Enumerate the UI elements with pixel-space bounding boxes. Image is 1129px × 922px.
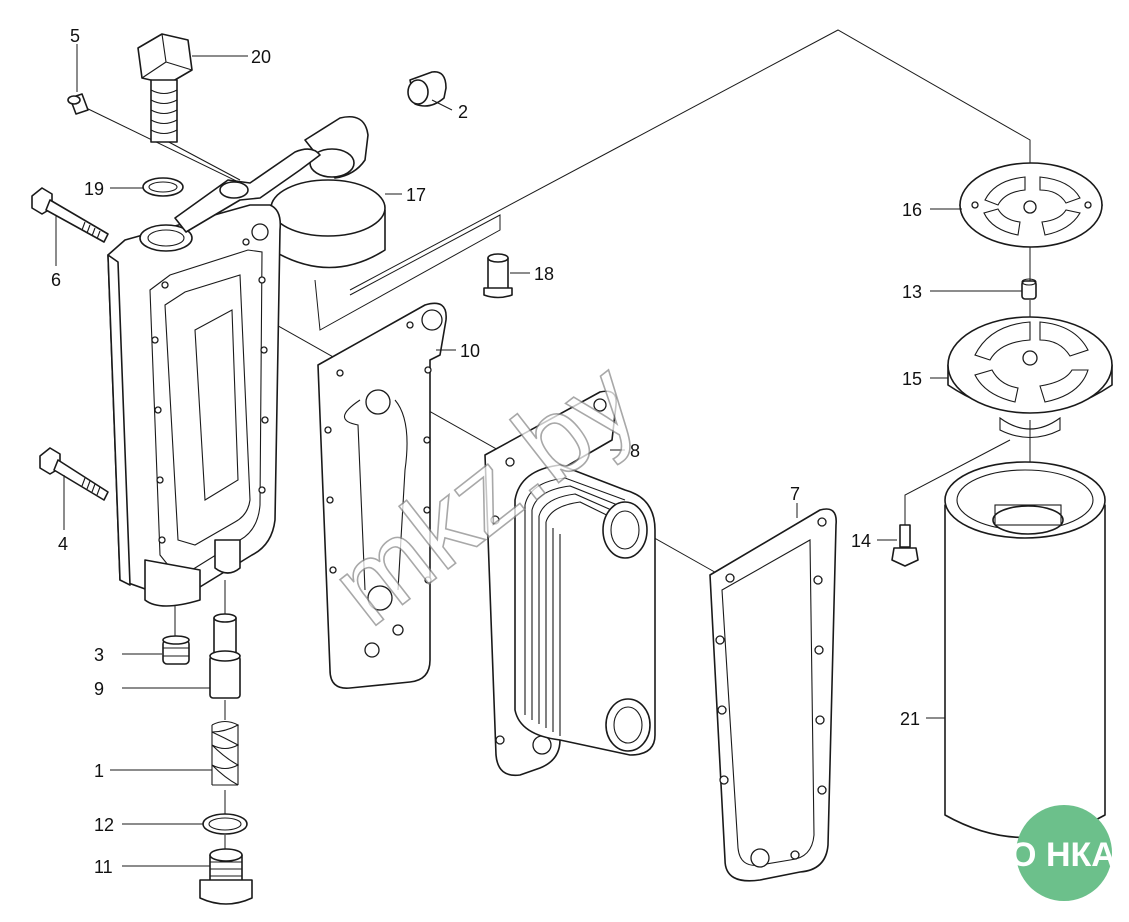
part-4-bolt [39, 447, 109, 501]
callout-4: 4 [58, 534, 68, 554]
part-2-cap [407, 71, 447, 107]
callout-18: 18 [534, 264, 554, 284]
callout-leaders [55, 44, 1022, 867]
part-9-valve [209, 613, 241, 699]
part-5-plug [67, 93, 89, 115]
callout-20: 20 [251, 47, 271, 67]
callout-17: 17 [406, 185, 426, 205]
part-15-filter-head [947, 316, 1113, 438]
part-18-sleeve [483, 253, 513, 299]
part-11-plug [199, 848, 253, 905]
part-19-o-ring [142, 177, 184, 197]
callout-16: 16 [902, 200, 922, 220]
part-21-filter-cartridge [944, 461, 1106, 839]
part-10-gasket [317, 302, 447, 689]
part-13-pin [1021, 278, 1037, 300]
part-6-bolt [31, 187, 109, 243]
part-20-bolt [137, 33, 193, 143]
part-12-o-ring [202, 813, 248, 835]
callout-19: 19 [84, 179, 104, 199]
callout-14: 14 [851, 531, 871, 551]
callout-6: 6 [51, 270, 61, 290]
agro-logo: АГРО НКА [944, 805, 1116, 901]
callout-11: 11 [94, 857, 113, 877]
part-1-spring [211, 720, 240, 786]
callout-21: 21 [900, 709, 920, 729]
callout-labels: 1 2 3 4 5 6 7 8 9 10 11 12 13 14 15 16 1… [51, 26, 922, 877]
callout-8: 8 [630, 441, 640, 461]
part-14-bolt [891, 524, 919, 567]
part-16-plate [959, 162, 1103, 248]
callout-2: 2 [458, 102, 468, 122]
part-3-plug [162, 635, 190, 665]
logo-circle [1016, 805, 1112, 901]
callout-9: 9 [94, 679, 104, 699]
part-17-housing [270, 116, 386, 269]
logo-text: АГРО НКА [944, 836, 1116, 874]
callout-12: 12 [94, 815, 114, 835]
part-8-cooler-core [484, 390, 656, 777]
callout-5: 5 [70, 26, 80, 46]
callout-1: 1 [94, 761, 104, 781]
callout-10: 10 [460, 341, 480, 361]
callout-7: 7 [790, 484, 800, 504]
callout-15: 15 [902, 369, 922, 389]
callout-13: 13 [902, 282, 922, 302]
callout-3: 3 [94, 645, 104, 665]
main-housing [107, 148, 321, 607]
part-7-gasket [709, 508, 837, 882]
